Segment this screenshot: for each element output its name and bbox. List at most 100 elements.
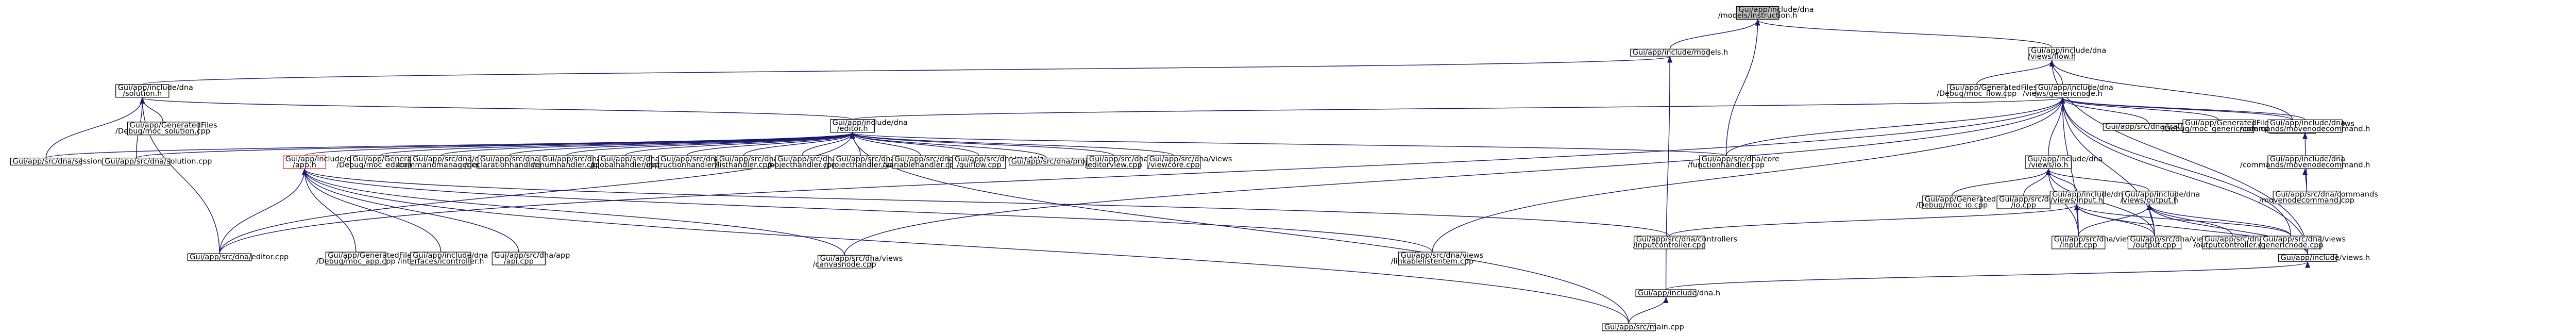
graph-node[interactable]: Gui/app/include/dna/views/io.h xyxy=(2025,155,2103,170)
graph-node-label: /commandmanager.cpp xyxy=(397,161,485,169)
graph-node[interactable]: Gui/app/src/main.cpp xyxy=(1602,323,1684,331)
graph-node-box xyxy=(325,252,386,265)
graph-node-box xyxy=(2278,254,2337,262)
graph-node[interactable]: Gui/app/include/dna/editor.h xyxy=(829,119,908,133)
graph-node[interactable]: Gui/app/src/dna/core/functionhandler.cpp xyxy=(1688,155,1780,170)
graph-node-label: /input.cpp xyxy=(2060,241,2097,249)
graph-node[interactable]: Gui/app/include/dna.h xyxy=(1635,289,1720,297)
graph-node-box xyxy=(1602,323,1656,331)
graph-node-box xyxy=(952,155,1006,169)
graph-node[interactable]: Gui/app/src/dna/views/genericnode.cpp xyxy=(2258,236,2345,250)
graph-edge xyxy=(2060,97,2292,237)
graph-node[interactable]: Gui/app/GeneratedFiles/Debug/moc_solutio… xyxy=(115,122,217,136)
graph-edge xyxy=(1669,204,2079,237)
graph-node[interactable]: Gui/app/src/dna/session.cpp xyxy=(10,157,118,165)
graph-node[interactable]: Gui/app/include/dna/solution.h xyxy=(115,84,193,98)
graph-node-box xyxy=(2260,236,2321,249)
graph-node-label: /Debug/moc_io.cpp xyxy=(1916,201,1988,209)
graph-node-box xyxy=(817,255,872,269)
graph-node[interactable]: Gui/app/include/dna/views/output.h xyxy=(2121,190,2200,205)
graph-node[interactable]: Gui/app/src/dna/commands/movenodecommand… xyxy=(2259,190,2378,205)
graph-node[interactable]: Gui/app/include/dna/views/input.h xyxy=(2049,190,2127,205)
graph-edge xyxy=(2060,97,2155,237)
graph-node-label: Gui/app/include/dna xyxy=(118,84,193,92)
graph-edge xyxy=(2049,60,2293,121)
graph-node-label: /editorview.cpp xyxy=(1085,161,1142,169)
graph-edge xyxy=(140,97,853,120)
graph-edge xyxy=(1628,296,1669,324)
graph-node-box xyxy=(1635,289,1697,297)
graph-node[interactable]: Gui/app/include/dna/commands/movenodecom… xyxy=(2240,119,2370,133)
graph-node-label: /functionhandler.cpp xyxy=(1688,161,1765,169)
graph-node[interactable]: Gui/app/include/dna/views/genericnode.h xyxy=(2023,84,2113,98)
graph-edge xyxy=(852,97,2065,120)
graph-node-label: /app.h xyxy=(293,161,316,169)
graph-node[interactable]: Gui/app/GeneratedFiles/Debug/moc_flow.cp… xyxy=(1937,84,2037,98)
graph-node[interactable]: Gui/app/src/dna/views/canvasnode.cpp xyxy=(813,255,903,269)
graph-edge xyxy=(686,132,855,156)
graph-node-label: /Debug/moc_editor.cpp xyxy=(336,161,423,169)
graph-node[interactable]: Gui/app/src/dna/editor.cpp xyxy=(187,253,289,261)
graph-node[interactable]: Gui/app/include/dna/app.h xyxy=(283,155,361,170)
graph-node[interactable]: Gui/app/GeneratedFiles/Debug/moc_generic… xyxy=(2162,119,2274,133)
graph-edge xyxy=(850,132,979,156)
graph-edge xyxy=(1755,19,2053,48)
graph-node[interactable]: Gui/app/GeneratedFiles/Debug/moc_io.cpp xyxy=(1916,195,2012,210)
graph-node-label: Gui/app/include/dna xyxy=(1738,6,1814,14)
graph-node-box xyxy=(2182,119,2255,133)
graph-node-box xyxy=(2202,236,2263,249)
graph-node-box xyxy=(1634,236,1705,249)
graph-node-label: /io.cpp xyxy=(2011,201,2036,209)
graph-node[interactable]: Gui/app/include/models.h xyxy=(1630,48,1728,57)
graph-node[interactable]: Gui/app/include/dna/commands/movenodecom… xyxy=(2240,155,2370,170)
graph-node-box xyxy=(10,158,82,165)
graph-node-label: Gui/app/include/models.h xyxy=(1633,48,1728,57)
graph-node[interactable]: Gui/app/src/dna/core/variablehandler.cpp xyxy=(883,155,972,170)
graph-node[interactable]: Gui/app/include/dna/interfaces/icontroll… xyxy=(398,252,488,266)
graph-node-label: /Debug/moc_solution.cpp xyxy=(115,127,210,136)
graph-node[interactable]: Gui/app/src/dna/views/linkablelistentem.… xyxy=(1391,252,1484,266)
graph-node[interactable]: Gui/app/GeneratedFiles/Debug/moc_app.cpp xyxy=(316,252,416,266)
graph-edge xyxy=(440,132,855,156)
graph-node-box xyxy=(717,155,771,169)
graph-node-box xyxy=(2052,236,2106,249)
graph-edge xyxy=(2048,97,2065,156)
graph-node-label: /outputcontroller.cpp xyxy=(2193,241,2272,249)
graph-node[interactable]: Gui/app/src/dna/views/input.cpp xyxy=(2052,236,2137,250)
graph-edge xyxy=(302,168,519,253)
graph-node-box xyxy=(2036,84,2090,98)
graph-edge xyxy=(2060,97,2308,255)
graph-node-label: /solution.h xyxy=(123,90,162,98)
graph-node-label: Gui/app/src/dna/session.cpp xyxy=(13,157,118,165)
graph-node-label: /models/instruction.h xyxy=(1718,12,1798,20)
graph-node[interactable]: Gui/app/src/dna/core/objecthandler.cpp xyxy=(767,155,855,170)
graph-node[interactable]: Gui/app/src/dna/app/api.cpp xyxy=(492,252,570,266)
graph-node[interactable]: Gui/app/include/dna/views/flow.h xyxy=(2028,46,2106,61)
graph-node-label: Gui/app/include/dna xyxy=(2270,155,2345,163)
graph-node[interactable]: Gui/app/include/dna/models/instruction.h xyxy=(1718,6,1814,20)
graph-node-label: /views/output.h xyxy=(2121,196,2178,205)
graph-node[interactable]: Gui/app/src/dna/views/viewcore.cpp xyxy=(1147,155,1232,170)
graph-node[interactable]: Gui/app/src/dna/controllers/inputcontrol… xyxy=(1633,236,1737,250)
graph-node[interactable]: Gui/app/src/dna/models/guiflow.cpp xyxy=(952,155,1043,170)
graph-node[interactable]: Gui/app/src/dna/core/enumhandler.cpp xyxy=(533,155,620,170)
graph-node-label: Gui/app/src/dna/editor.cpp xyxy=(190,253,289,261)
graph-node-label: /Debug/moc_flow.cpp xyxy=(1937,90,2016,98)
graph-node[interactable]: Gui/app/src/dna/solution.cpp xyxy=(102,157,212,165)
graph-node-box xyxy=(1147,155,1201,169)
graph-node[interactable]: Gui/app/include/views.h xyxy=(2278,254,2370,262)
graph-edge xyxy=(850,132,1174,156)
graph-node-box xyxy=(2122,191,2176,205)
graph-node-label: Gui/app/src/dna/core xyxy=(1702,155,1780,163)
graph-node-label: /declarationhandler.cpp xyxy=(465,161,553,169)
graph-edge xyxy=(45,132,855,159)
graph-node[interactable]: Gui/app/src/dna/views/output.cpp xyxy=(2127,236,2213,250)
graph-node-box xyxy=(283,155,326,169)
graph-edge xyxy=(743,132,855,156)
graph-node-box xyxy=(2028,46,2075,61)
graph-node-box xyxy=(187,253,252,261)
graph-node-box xyxy=(115,84,170,98)
graph-node-label: Gui/app/include/dna.h xyxy=(1638,289,1720,297)
graph-node-label: /commands/movenodecommand.h xyxy=(2240,125,2370,133)
graph-node-label: Gui/app/src/dna/views xyxy=(2130,236,2213,244)
